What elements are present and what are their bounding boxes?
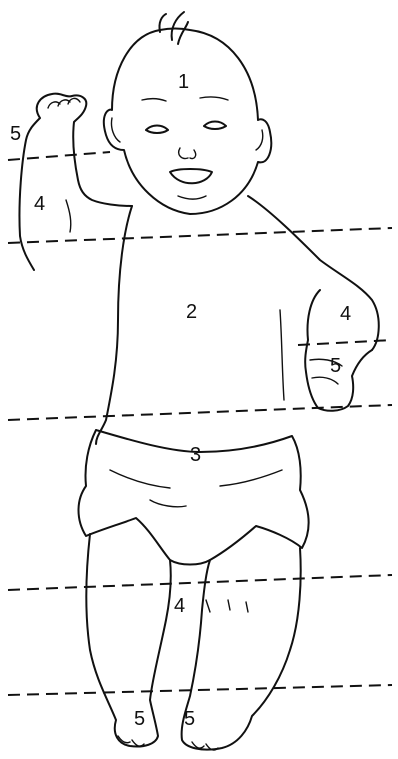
nose	[179, 148, 196, 159]
right-eye	[204, 122, 226, 130]
line-head-trunk	[8, 228, 392, 243]
line-thigh-leg	[8, 575, 392, 590]
zone-label-legs: 4	[174, 595, 185, 617]
leg-details	[206, 600, 248, 612]
left-brow	[142, 99, 166, 101]
zone-label-right-forearm: 4	[340, 303, 351, 325]
zone-label-head: 1	[178, 71, 189, 93]
right-ear-detail	[256, 130, 263, 150]
left-foot-toes	[118, 736, 144, 746]
zone-label-right-foot: 5	[184, 708, 195, 730]
zone-label-raised-forearm: 4	[34, 193, 45, 215]
line-right-forearm-hand	[298, 340, 392, 345]
left-eye	[146, 126, 168, 134]
zone-label-diaper-waist: 3	[190, 444, 201, 466]
zone-label-raised-hand: 5	[10, 123, 21, 145]
torso-right-side	[248, 196, 379, 350]
baby-drawing	[19, 12, 378, 750]
left-leg-outline	[86, 534, 171, 747]
line-trunk-diaper	[8, 405, 392, 420]
diaper-folds	[110, 470, 282, 507]
raised-arm-outline	[19, 94, 132, 270]
zone-lines	[8, 152, 392, 695]
zone-label-trunk: 2	[186, 301, 197, 323]
line-leg-foot	[8, 685, 392, 695]
torso-left-side	[96, 206, 132, 444]
torso-crease	[280, 310, 284, 400]
raised-hand-fingers	[48, 98, 80, 108]
right-brow	[200, 97, 228, 100]
mouth	[170, 169, 212, 183]
right-arm-outline	[305, 290, 372, 411]
left-ear-detail	[111, 118, 120, 142]
raised-forearm-crease	[66, 200, 71, 232]
head-outline	[104, 29, 271, 215]
chin-line	[178, 196, 206, 199]
zone-label-right-hand: 5	[330, 355, 341, 377]
zone-label-left-foot: 5	[134, 708, 145, 730]
right-leg-outline	[182, 548, 301, 750]
